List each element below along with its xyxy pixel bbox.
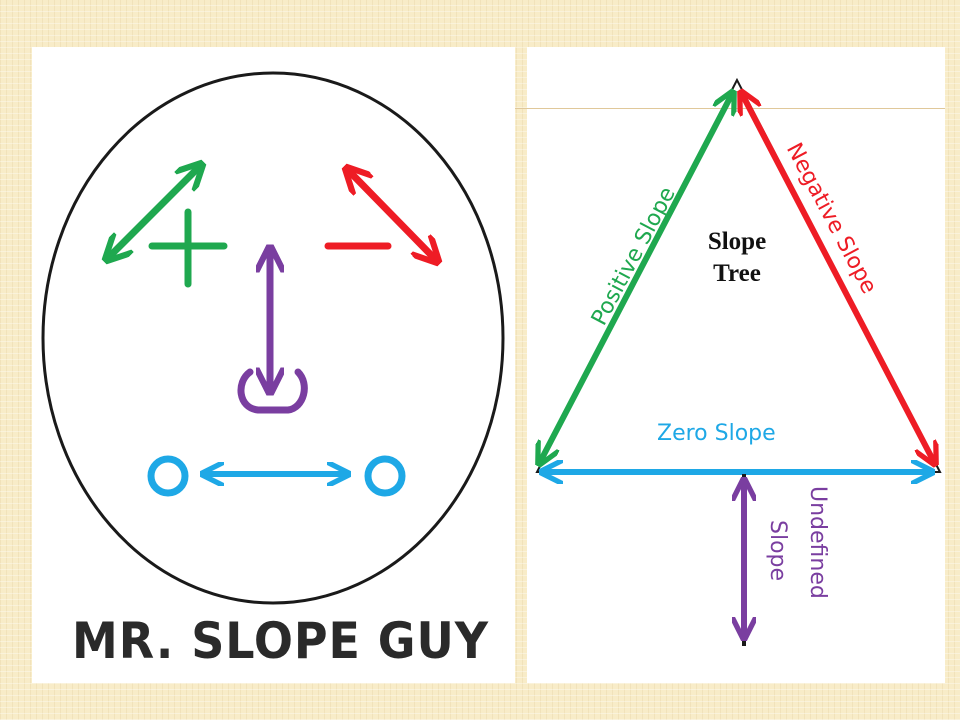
positive-slope-arrow [108, 166, 200, 258]
face-outline [41, 71, 505, 605]
undefined-slope-label-line1: Undefined [805, 486, 830, 599]
undefined-slope-label-line2: Slope [765, 520, 790, 582]
slope-tree-title-line2: Tree [713, 260, 761, 287]
nose-base [237, 368, 308, 414]
mouth-left-circle [147, 455, 189, 497]
slope-tree-title-line1: Slope [707, 228, 767, 255]
zero-slope-label: Zero Slope [657, 421, 776, 446]
tree-negative-slope-arrow [742, 94, 934, 462]
tree-positive-slope-arrow [540, 94, 732, 462]
mr-slope-guy-title: MR. SLOPE GUY [72, 612, 489, 670]
negative-slope-arrow [348, 170, 436, 260]
mouth-right-circle [364, 455, 406, 497]
slope-tree-title: Slope Tree [682, 226, 792, 290]
